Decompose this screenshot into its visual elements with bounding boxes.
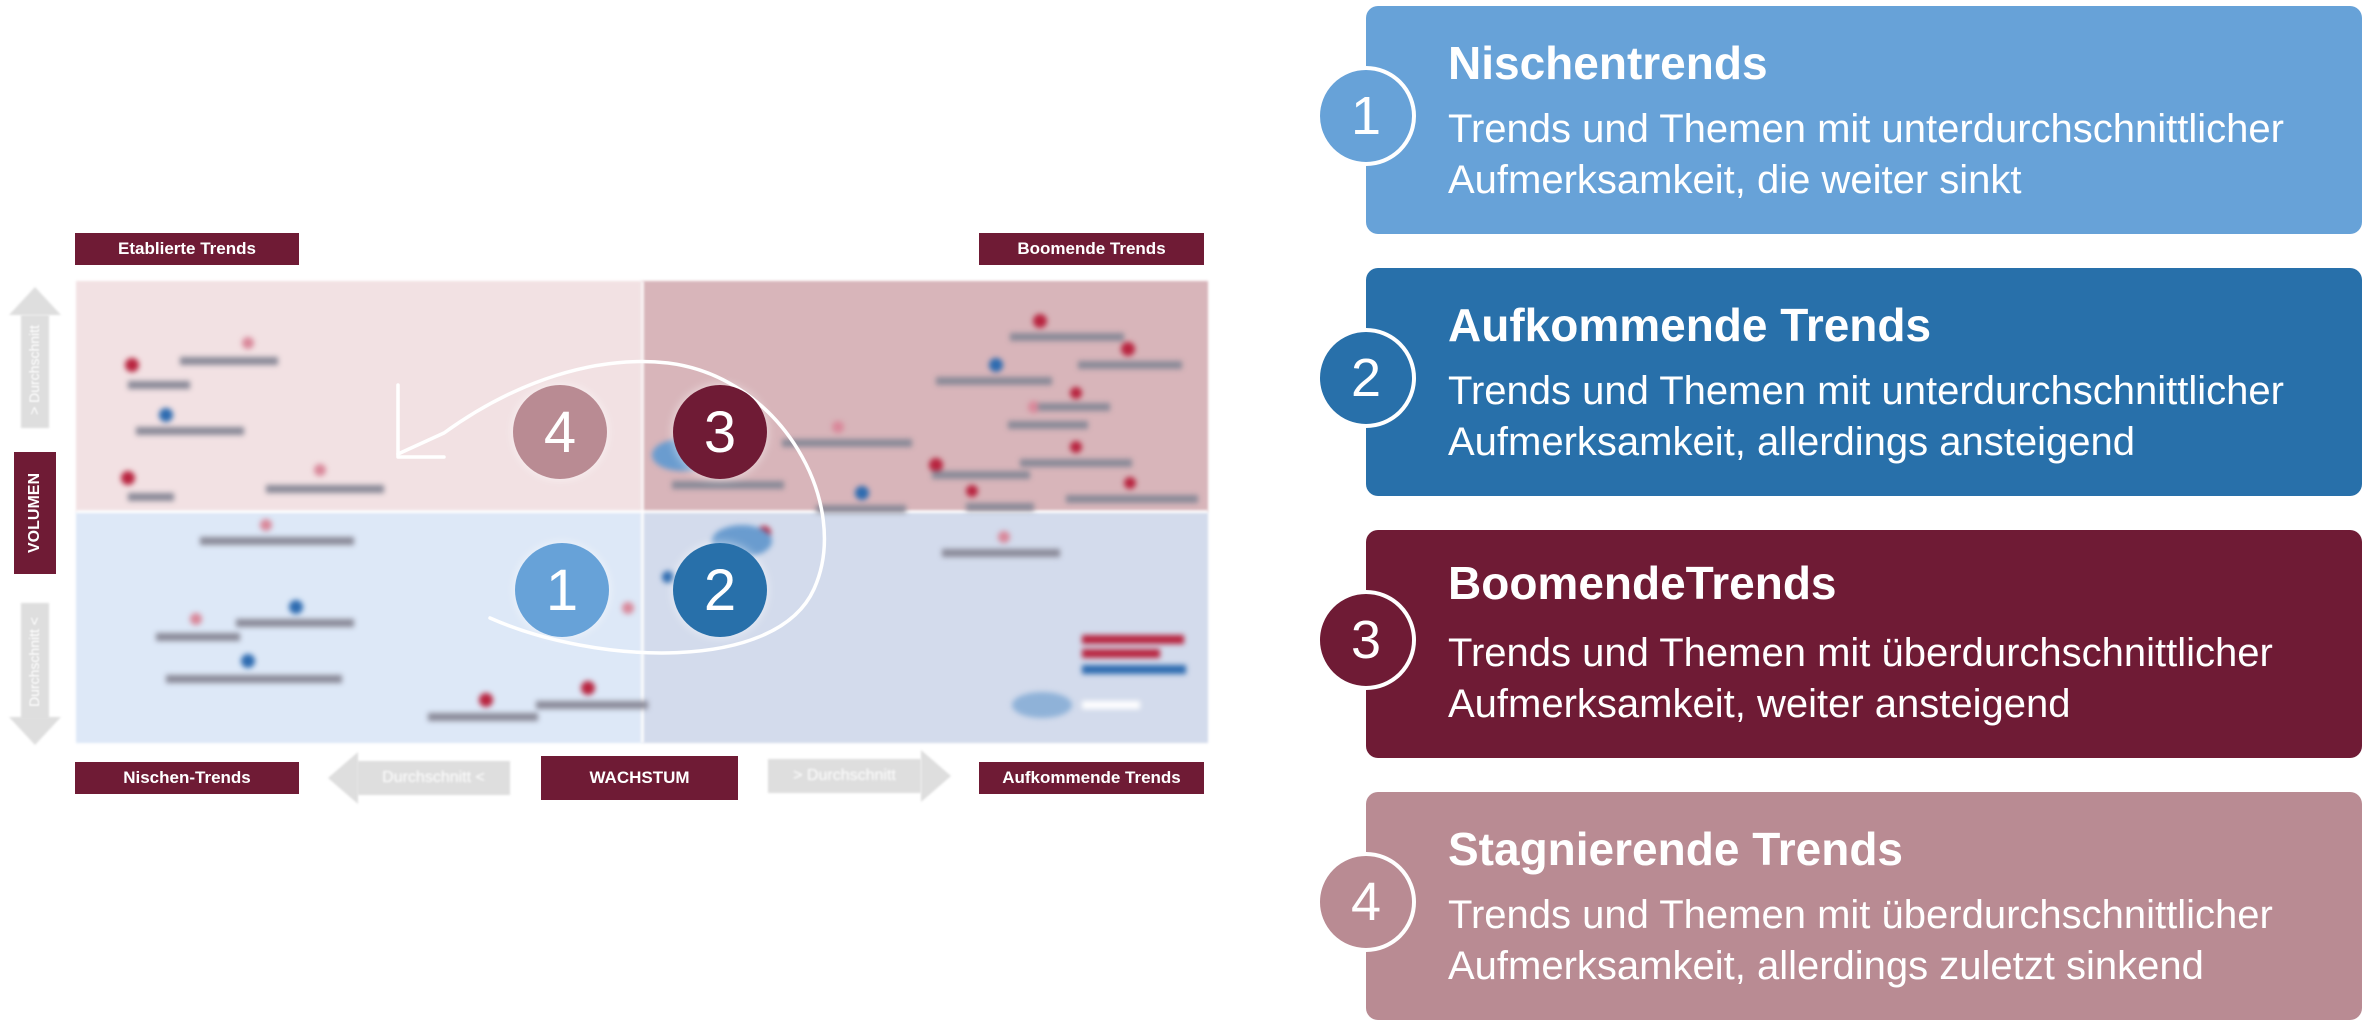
card-number-1: 1	[1316, 66, 1416, 166]
arrow-left-icon	[328, 752, 358, 804]
card-number-2: 2	[1316, 328, 1416, 428]
card-text-1: Trends und Themen mit unterdurchschnittl…	[1448, 107, 2284, 202]
arrow-right-icon	[921, 750, 951, 802]
trend-matrix: 4 3 1 2	[76, 281, 1208, 743]
card-title-3: BoomendeTrends	[1448, 557, 1837, 609]
x-arrow-right: > Durchschnitt	[768, 759, 921, 793]
cycle-arrow-icon	[396, 359, 826, 655]
arrow-up-icon	[9, 287, 61, 315]
y-arrow-up-label: > Durchschnitt	[26, 325, 42, 415]
label-nischen-trends: Nischen-Trends	[75, 762, 299, 794]
arrow-down-icon	[9, 717, 61, 745]
label-boomende-trends: Boomende Trends	[979, 233, 1204, 265]
card-nischentrends: 1 Nischentrends Trends und Themen mit un…	[1316, 6, 2362, 234]
badge-4: 4	[513, 385, 607, 479]
label-aufkommende-trends: Aufkommende Trends	[979, 762, 1204, 794]
card-text-3: Trends und Themen mit überdurchschnittli…	[1448, 631, 2273, 726]
label-wachstum: WACHSTUM	[541, 756, 738, 800]
x-arrow-left-label: Durchschnitt <	[382, 769, 485, 786]
y-arrow-up	[21, 315, 49, 428]
card-title-4: Stagnierende Trends	[1448, 823, 1904, 875]
card-title-2: Aufkommende Trends	[1448, 299, 1932, 351]
badge-2: 2	[673, 543, 767, 637]
card-aufkommende-trends: 2 Aufkommende Trends Trends und Themen m…	[1316, 268, 2362, 496]
card-title-1: Nischentrends	[1448, 37, 1768, 89]
matrix-divider-vertical	[641, 281, 644, 743]
card-number-4: 4	[1316, 852, 1416, 952]
label-volumen-text: VOLUMEN	[26, 473, 43, 553]
label-volumen: VOLUMEN	[14, 452, 56, 574]
card-boomende-trends: 3 BoomendeTrends Trends und Themen mit ü…	[1316, 530, 2362, 758]
card-text-2: Trends und Themen mit unterdurchschnittl…	[1448, 369, 2284, 464]
card-text-4: Trends und Themen mit überdurchschnittli…	[1448, 893, 2273, 988]
badge-3: 3	[673, 385, 767, 479]
card-stagnierende-trends: 4 Stagnierende Trends Trends und Themen …	[1316, 792, 2362, 1020]
x-arrow-left: Durchschnitt <	[357, 761, 510, 795]
y-arrow-down-label: Durchschnitt <	[26, 617, 42, 707]
x-arrow-right-label: > Durchschnitt	[793, 767, 896, 784]
badge-1: 1	[515, 543, 609, 637]
card-number-3: 3	[1316, 590, 1416, 690]
label-etablierte-trends: Etablierte Trends	[75, 233, 299, 265]
blurred-trend-points	[121, 314, 1198, 721]
y-arrow-down	[21, 603, 49, 719]
